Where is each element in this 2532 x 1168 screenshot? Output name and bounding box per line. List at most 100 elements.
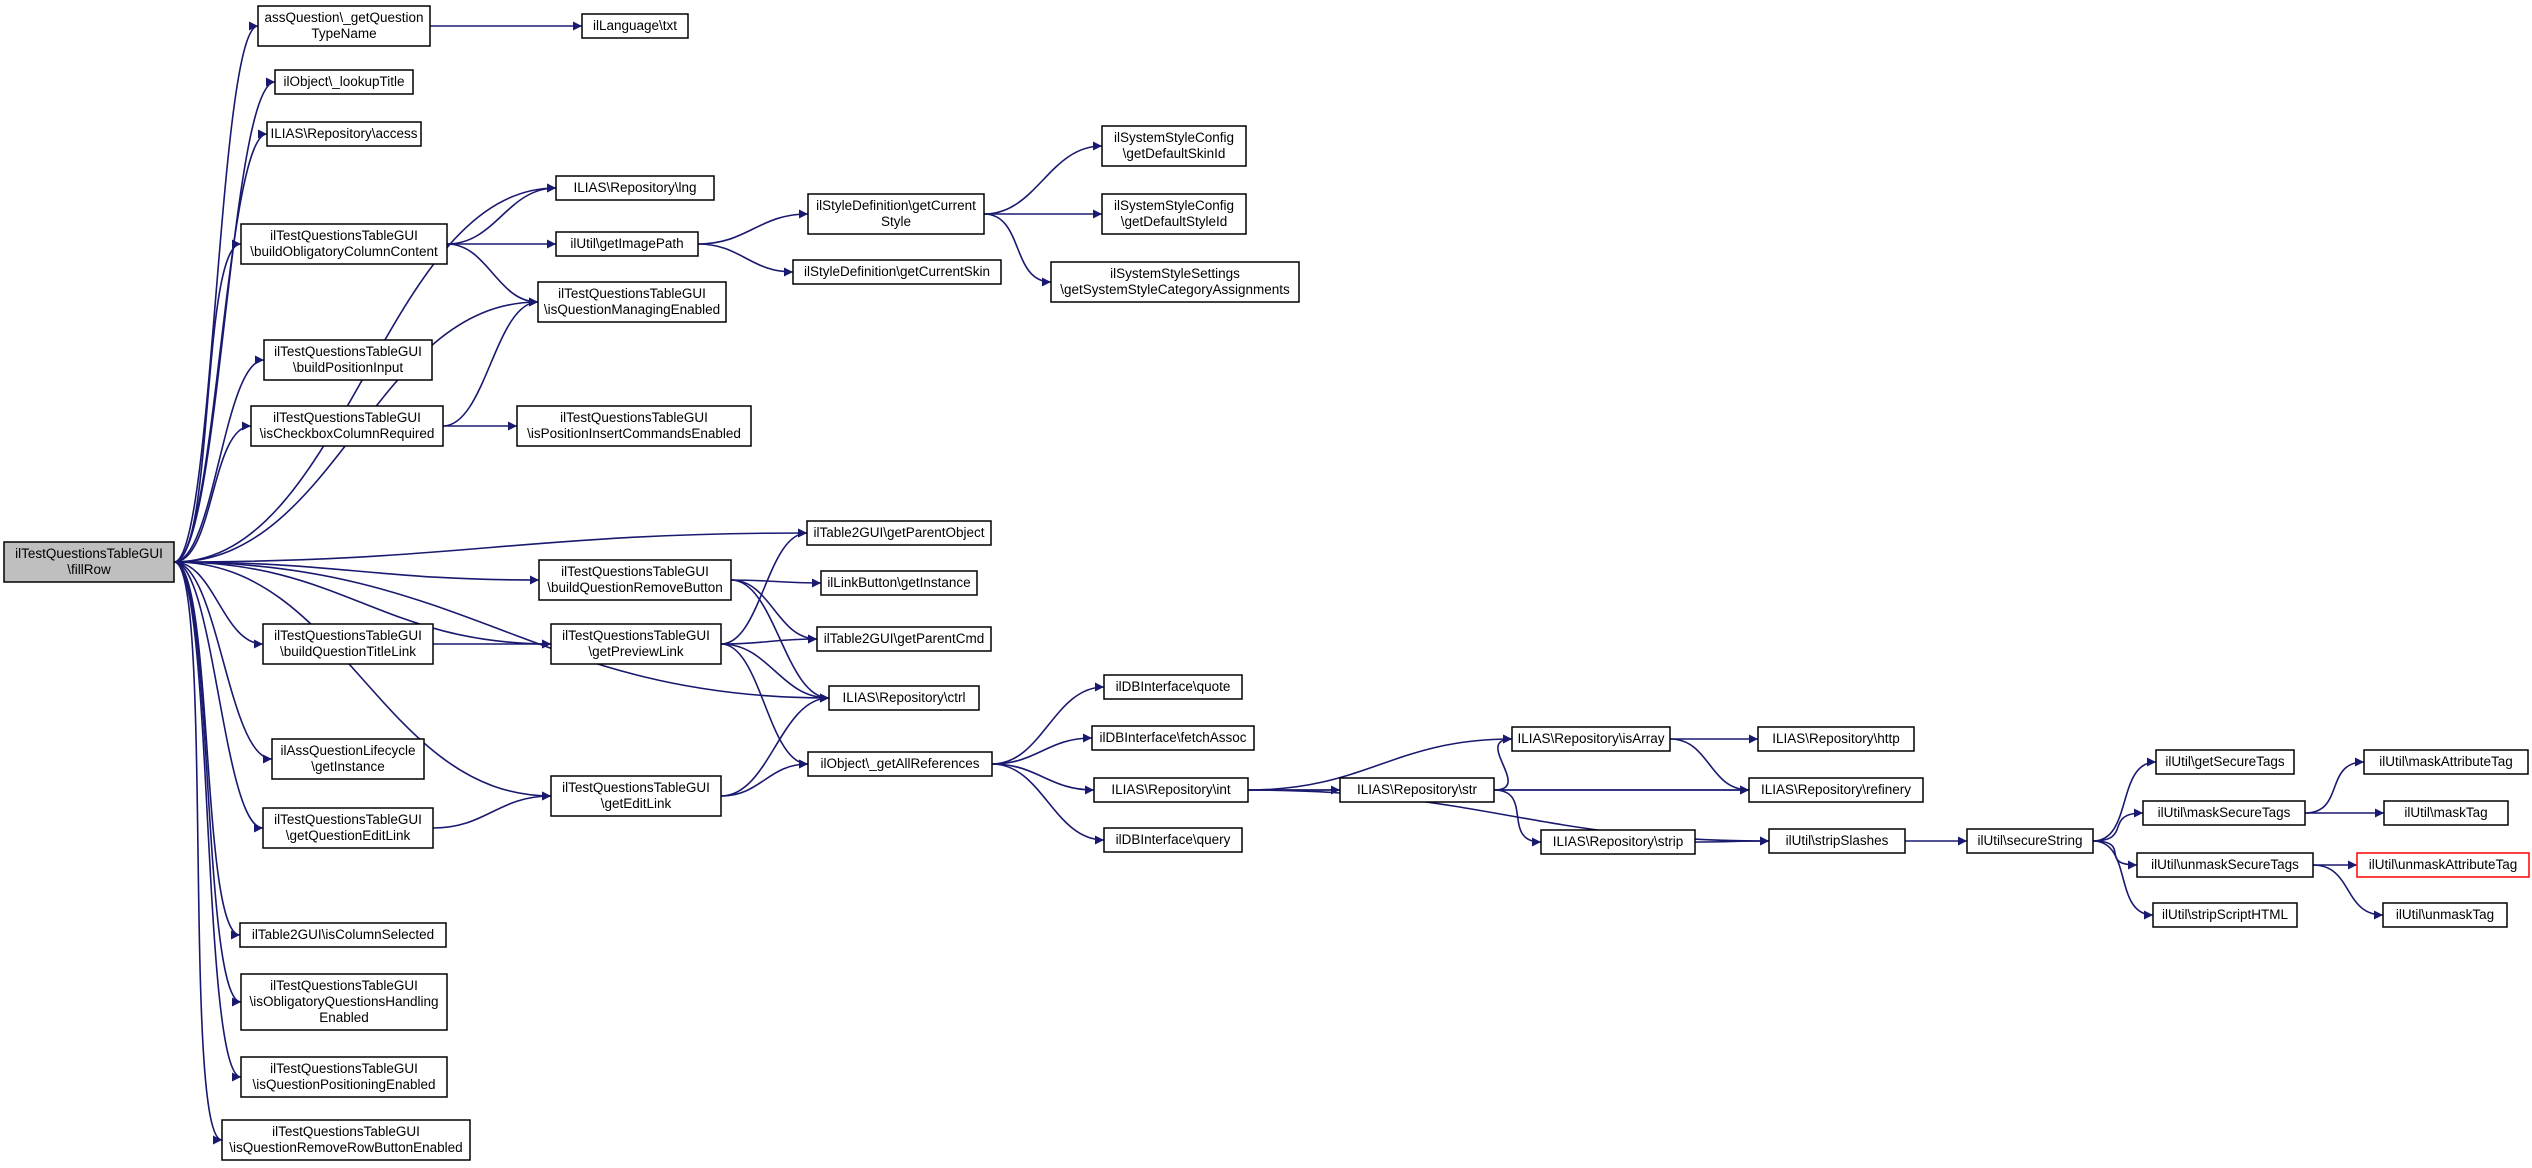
node-getQuestionEditLink[interactable]: ilTestQuestionsTableGUI\getQuestionEditL… [262,807,434,849]
edge-layer [173,21,2384,1145]
node-getEditLink[interactable]: ilTestQuestionsTableGUI\getEditLink [550,775,722,817]
node-label: ilTestQuestionsTableGUI [270,978,418,993]
node-label: ilTable2GUI\getParentCmd [824,631,985,646]
node-getInstanceLifecycle[interactable]: ilAssQuestionLifecycle\getInstance [271,738,425,780]
node-getCurrentSkin[interactable]: ilStyleDefinition\getCurrentSkin [792,259,1002,285]
node-isPositionInsertCommandsEnabled[interactable]: ilTestQuestionsTableGUI\isPositionInsert… [516,405,752,447]
node-maskAttributeTag[interactable]: ilUtil\maskAttributeTag [2363,749,2529,775]
edge-fillRow-to-buildQuestionTitleLink [173,561,264,649]
node-box [1966,828,2094,854]
node-box [806,520,992,546]
node-label: ilTable2GUI\isColumnSelected [252,927,434,942]
edge-buildQuestionRemoveButton-to-getInstanceLinkButton [730,578,822,588]
node-isArray[interactable]: ILIAS\Repository\isArray [1511,726,1671,752]
edge-getPreviewLink-to-ctrl [720,643,830,703]
node-txt[interactable]: ilLanguage\txt [581,13,689,39]
node-unmaskAttributeTag[interactable]: ilUtil\unmaskAttributeTag [2356,852,2530,878]
node-str[interactable]: ILIAS\Repository\str [1339,777,1495,803]
node-box [816,626,992,652]
node-isQuestionManagingEnabled[interactable]: ilTestQuestionsTableGUI\isQuestionManagi… [537,281,727,323]
edge-buildQuestionRemoveButton-to-getParentCmd [730,579,818,644]
node-lookupTitle[interactable]: ilObject\_lookupTitle [274,69,414,95]
node-buildPositionInput[interactable]: ilTestQuestionsTableGUI\buildPositionInp… [263,339,433,381]
node-label: ILIAS\Repository\str [1357,782,1478,797]
node-isColumnSelected[interactable]: ilTable2GUI\isColumnSelected [239,922,447,948]
node-maskTag[interactable]: ilUtil\maskTag [2383,800,2509,826]
node-label: \fillRow [67,562,111,577]
node-lng[interactable]: ILIAS\Repository\lng [555,175,715,201]
node-quote[interactable]: ilDBInterface\quote [1103,674,1243,700]
node-label: ilUtil\unmaskTag [2396,907,2494,922]
node-access[interactable]: ILIAS\Repository\access [266,121,422,147]
node-getInstanceLinkButton[interactable]: ilLinkButton\getInstance [820,570,978,596]
edge-fillRow-to-ctrl [173,561,830,703]
node-stripScriptHTML[interactable]: ilUtil\stripScriptHTML [2152,902,2298,928]
node-int[interactable]: ILIAS\Repository\int [1093,777,1249,803]
node-maskSecureTags[interactable]: ilUtil\maskSecureTags [2142,800,2306,826]
edge-fillRow-to-lookupTitle [173,77,276,563]
node-label: ilUtil\unmaskAttributeTag [2369,857,2518,872]
node-label: ilLanguage\txt [593,18,677,33]
edge-int-to-isArray [1247,734,1513,791]
node-box [1093,777,1249,803]
node-box [807,193,985,235]
node-strip[interactable]: ILIAS\Repository\strip [1540,829,1696,855]
node-box [239,922,447,948]
node-isQuestionPositioningEnabled[interactable]: ilTestQuestionsTableGUI\isQuestionPositi… [240,1056,448,1098]
node-box [538,559,732,601]
node-isQuestionRemoveRowButtonEnabled[interactable]: ilTestQuestionsTableGUI\isQuestionRemove… [221,1119,471,1161]
node-unmaskSecureTags[interactable]: ilUtil\unmaskSecureTags [2136,852,2314,878]
edge-fillRow-to-access [173,129,268,563]
node-label: ilObject\_getAllReferences [820,756,979,771]
node-box [240,1056,448,1098]
edge-getPreviewLink-to-getParentObject [720,528,808,645]
node-isObligatoryQuestionsHandlingEnabled[interactable]: ilTestQuestionsTableGUI\isObligatoryQues… [240,973,448,1031]
node-buildQuestionTitleLink[interactable]: ilTestQuestionsTableGUI\buildQuestionTit… [262,623,434,665]
node-getParentCmd[interactable]: ilTable2GUI\getParentCmd [816,626,992,652]
node-label: ilTestQuestionsTableGUI [274,344,422,359]
node-getDefaultSkinId[interactable]: ilSystemStyleConfig\getDefaultSkinId [1101,125,1247,167]
node-label: ilSystemStyleConfig [1114,130,1234,145]
edge-getEditLink-to-ctrl [720,693,830,797]
node-fetchAssoc[interactable]: ilDBInterface\fetchAssoc [1091,725,1255,751]
node-box [550,775,722,817]
node-getDefaultStyleId[interactable]: ilSystemStyleConfig\getDefaultStyleId [1101,193,1247,235]
node-stripSlashes[interactable]: ilUtil\stripSlashes [1768,828,1906,854]
node-label: ilUtil\maskAttributeTag [2379,754,2513,769]
node-getAllReferences[interactable]: ilObject\_getAllReferences [807,751,993,777]
edge-getEditLink-to-getAllReferences [720,759,809,797]
node-label: \buildQuestionRemoveButton [547,580,723,595]
node-secureString[interactable]: ilUtil\secureString [1966,828,2094,854]
edge-fillRow-to-isColumnSelected [173,561,241,940]
node-box [820,570,978,596]
node-isCheckboxColumnRequired[interactable]: ilTestQuestionsTableGUI\isCheckboxColumn… [250,405,444,447]
node-query[interactable]: ilDBInterface\query [1103,827,1243,853]
node-http[interactable]: ILIAS\Repository\http [1757,726,1915,752]
node-label: ilDBInterface\quote [1116,679,1231,694]
edge-buildObligatory-to-isQuestionManagingEnabled [446,243,539,307]
node-getPreviewLink[interactable]: ilTestQuestionsTableGUI\getPreviewLink [550,623,722,665]
node-getSystemStyleCategoryAssignments[interactable]: ilSystemStyleSettings\getSystemStyleCate… [1050,261,1300,303]
node-buildQuestionRemoveButton[interactable]: ilTestQuestionsTableGUI\buildQuestionRem… [538,559,732,601]
node-ctrl[interactable]: ILIAS\Repository\ctrl [828,685,980,711]
node-unmaskTag[interactable]: ilUtil\unmaskTag [2382,902,2508,928]
node-buildObligatory[interactable]: ilTestQuestionsTableGUI\buildObligatoryC… [240,223,448,265]
node-label: ilTestQuestionsTableGUI [561,564,709,579]
node-fillRow[interactable]: ilTestQuestionsTableGUI\fillRow [3,541,175,583]
node-getParentObject[interactable]: ilTable2GUI\getParentObject [806,520,992,546]
node-box [555,175,715,201]
node-getSecureTags[interactable]: ilUtil\getSecureTags [2155,749,2295,775]
node-label: ILIAS\Repository\int [1111,782,1231,797]
node-box [221,1119,471,1161]
node-label: ilTestQuestionsTableGUI [562,628,710,643]
node-refinery[interactable]: ILIAS\Repository\refinery [1748,777,1924,803]
edge-unmaskSecureTags-to-unmaskTag [2312,864,2384,920]
node-label: assQuestion\_getQuestion [264,10,423,25]
node-label: ilTestQuestionsTableGUI [274,628,422,643]
node-getImagePath[interactable]: ilUtil\getImagePath [555,231,699,257]
node-box [1091,725,1255,751]
node-label: ILIAS\Repository\strip [1553,834,1684,849]
edge-getPreviewLink-to-getAllReferences [720,643,809,769]
